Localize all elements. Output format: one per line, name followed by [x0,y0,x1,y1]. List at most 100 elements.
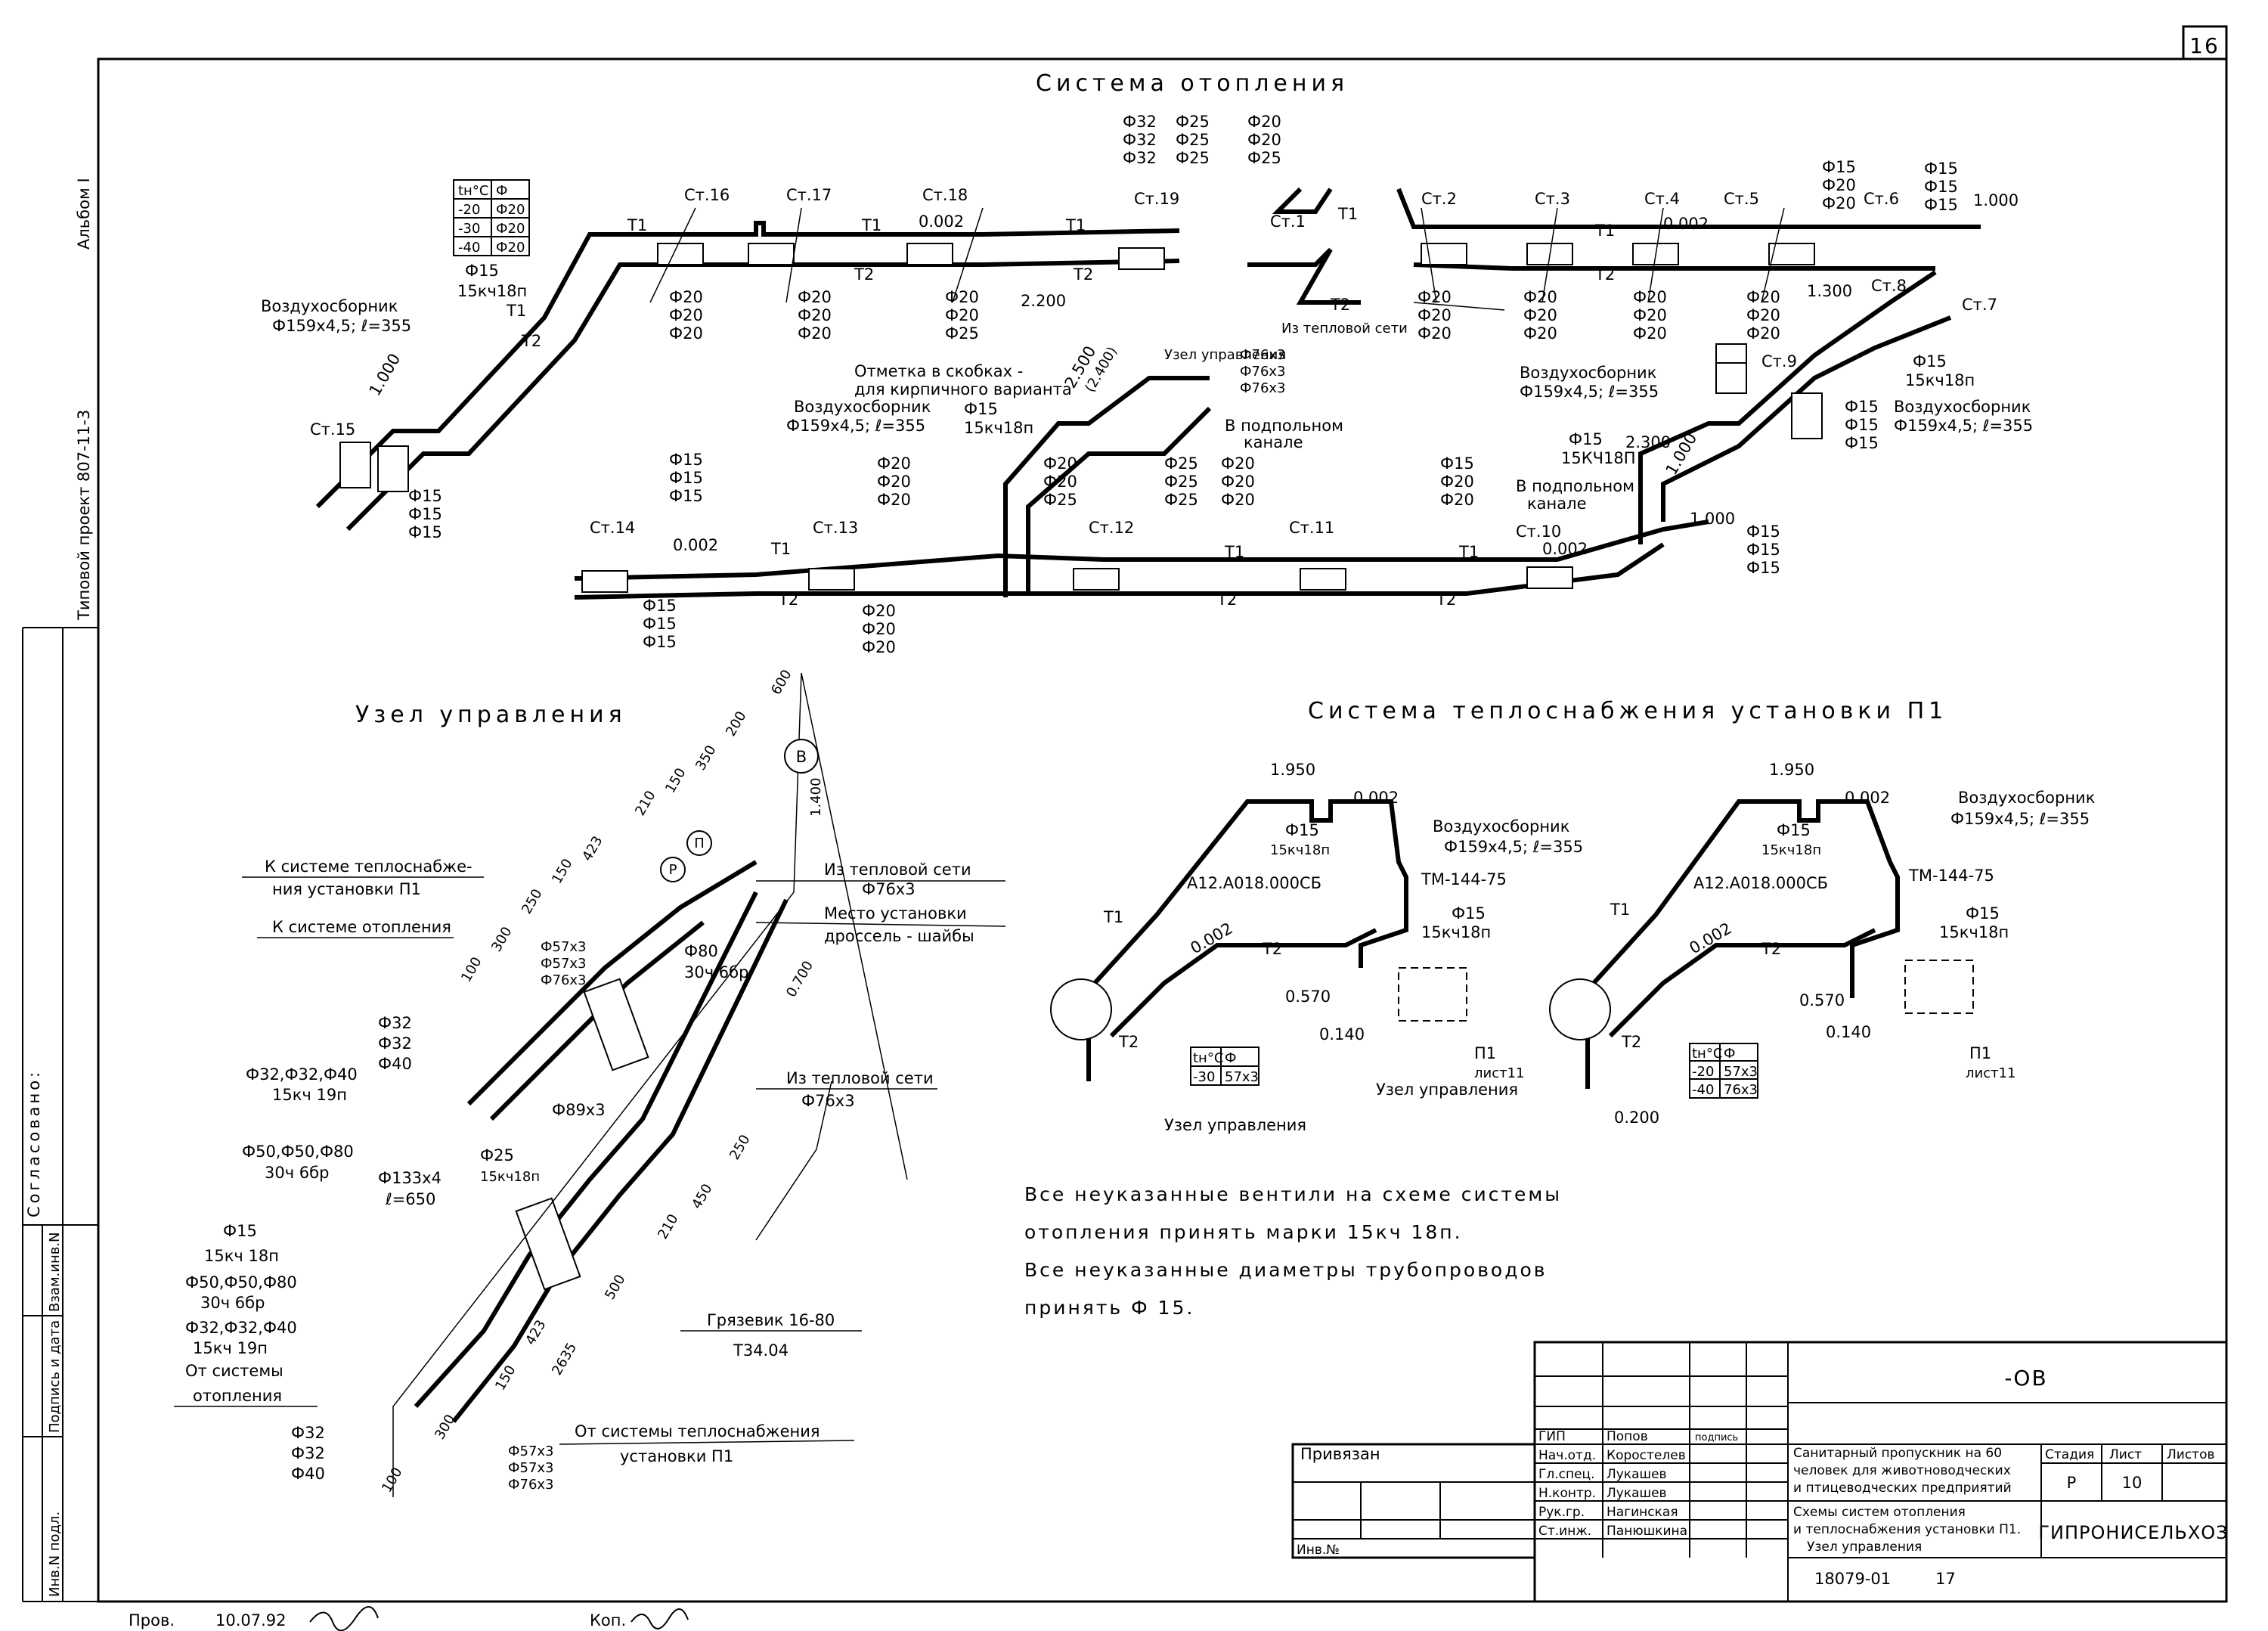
diameter-label: Ф32 [1123,131,1157,149]
temp-table-cell: -20 [458,202,480,218]
valve-diameter: Ф15 [1777,821,1811,839]
dimension-label: 210 [655,1211,681,1242]
sheet-ref-label: лист11 [1474,1065,1525,1081]
valve-mark: 15кч18п [1761,842,1821,858]
dimension-label: 100 [458,954,485,984]
from-heating-label: От системы [185,1362,284,1380]
dimension-label: 450 [689,1181,715,1211]
drawing-name: и теплоснабжения установки П1. [1793,1522,2021,1537]
air-collector-size: Ф159x4,5; ℓ=355 [1894,417,2033,435]
riser-label: Ст.14 [590,519,635,537]
control-node-label: Узел управления [1376,1081,1518,1099]
dimension-label: 150 [662,765,689,795]
mud-trap-code: Т34.04 [733,1341,789,1360]
drawing-code: -ОВ [2004,1366,2047,1391]
diameter-label: Ф20 [1523,306,1557,324]
slope-mark: 0.002 [1353,789,1399,807]
valve-diameter: Ф15 [1452,904,1486,922]
diameter-label: Ф76x3 [1240,347,1286,363]
heating-title: Система отопления [1036,70,1349,97]
diameter-label: Ф25 [1247,149,1281,167]
general-notes: Все неуказанные вентили на схеме системы… [1024,1183,1560,1319]
checked-label: Пров. [129,1611,175,1629]
diameter-label: Ф15 [669,469,703,487]
riser-label: Ст.13 [813,519,858,537]
riser-label: Ст.12 [1089,519,1134,537]
diameter-label: Ф20 [877,473,911,491]
name-label: Коростелев [1606,1448,1686,1463]
gauge-label: Р [669,862,677,878]
diameter-label: Ф15 [1440,454,1474,473]
vent-system-right: 1.950 0.002 0.002 Воздухосборник Ф159x4,… [1549,761,2095,1127]
diameter-label: Ф20 [1043,473,1077,491]
dimension-label: 210 [632,788,658,818]
temp-table: tн°С Ф -20 Ф20 -30 Ф20 -40 Ф20 [453,179,530,256]
valve-mark-label: 30ч 6бр [265,1164,329,1182]
left-strip: Альбом I Типовой проект 807-11-3 Согласо… [22,178,98,1602]
diameter-set-label: Ф50,Ф50,Ф80 [185,1273,297,1291]
diameter-set-label: Ф50,Ф50,Ф80 [242,1143,354,1161]
riser-label: Ст.4 [1644,190,1680,208]
note-line: Все неуказанные диаметры трубопроводов [1024,1259,1548,1281]
air-collector-label: Воздухосборник [1958,789,2095,807]
slope-mark: 0.002 [919,212,964,231]
diameter-label: Ф15 [1924,196,1958,214]
from-vent-label: От системы теплоснабжения [575,1422,820,1440]
pipe-t1-label: Т1 [506,302,526,320]
unit-code: А12.А018.000СБ [1187,874,1321,892]
name-label: Попов [1606,1429,1648,1444]
vent-system-title: Система теплоснабжения установки П1 [1308,698,1947,724]
elevation-mark: 1.300 [1807,282,1852,300]
circle-b-marker [784,739,819,774]
note-line: отопления принять марки 15кч 18п. [1024,1221,1463,1243]
valve-mark-label: 15кч 18п [204,1247,279,1265]
project-label: Типовой проект 807-11-3 [75,410,93,621]
diameter-label: Ф20 [1822,176,1856,194]
temp-table-cell: Ф20 [496,202,525,218]
role-label: Нач.отд. [1538,1448,1596,1463]
pipe-t1-label: Т1 [1458,543,1479,561]
pipe-t1-label: Т1 [1224,543,1244,561]
to-vent-label: ния установки П1 [272,880,421,898]
diameter-label: Ф20 [1418,288,1452,306]
pipe-t2-label: Т2 [1761,940,1781,958]
pipe-t2-label: Т2 [1073,265,1093,284]
elevation-mark: 2.300 [1625,433,1671,451]
inv-label: Инв.№ [1297,1543,1340,1558]
air-collector-label: Воздухосборник [1894,398,2031,416]
valve-mark: 15кч18п [457,282,527,300]
diameter-label: Ф15 [643,615,677,633]
diameter-label: Ф20 [1418,306,1452,324]
page-number-box [2182,25,2228,60]
riser-label: Ст.1 [1270,212,1306,231]
channel-label: канале [1244,433,1303,451]
slope-mark: 0.002 [1845,789,1890,807]
diameter-label: Ф20 [877,454,911,473]
diameter-label: Ф40 [378,1055,412,1073]
slope-mark: 0.002 [673,536,718,554]
temp-table-header: Ф [496,183,508,199]
pipe-t1-label: Т1 [1065,216,1086,234]
pipe-t2-label: Т2 [1621,1033,1641,1051]
handwritten-signature [309,1606,379,1631]
sheet-ref-label: лист11 [1966,1065,2016,1081]
pipe-t2-label: Т2 [1118,1033,1139,1051]
valve-diameter: Ф15 [964,400,998,418]
elevation-mark: 1.000 [1690,510,1735,528]
diameter-label: Ф15 [408,505,442,523]
diameter-label: ℓ=650 [385,1190,435,1208]
diameter-label: Ф25 [1176,149,1210,167]
pipe-t2-label: Т2 [521,332,541,350]
table-cell: -20 [1692,1064,1714,1080]
table-header: tн°С [1193,1050,1223,1066]
riser-label: Ст.15 [310,420,355,439]
document-number: 18079-01 [1814,1570,1891,1588]
agreed-label: Согласовано: [25,1069,43,1217]
valve-mark: 15кч18п [1270,842,1330,858]
table-cell: 57x3 [1225,1069,1259,1085]
riser-label: Ст.3 [1535,190,1570,208]
from-network-label: Из тепловой сети [1281,321,1408,336]
elevation-mark: 1.000 [366,350,404,398]
pipe-t1-label: Т1 [1337,205,1358,223]
